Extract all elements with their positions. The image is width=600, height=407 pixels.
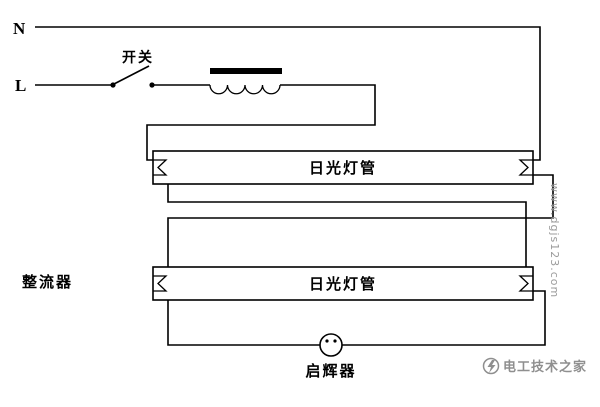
label-live: L — [15, 76, 26, 95]
switch-blade — [113, 65, 150, 85]
wire-ballast-to-tube1 — [146, 84, 376, 161]
starter-contact-dot-right — [333, 339, 337, 343]
brand-name-text: 电工技术之家 — [503, 359, 587, 375]
label-neutral: N — [13, 19, 26, 38]
wire-starter-to-tube2 — [342, 290, 546, 346]
label-switch: 开关 — [122, 49, 154, 66]
starter-contact-dot-left — [325, 339, 329, 343]
wire-tube1right-to-tube2left — [167, 174, 554, 267]
wire-tube1left-to-tube2right — [167, 184, 527, 267]
tube1-left-filament-icon — [153, 159, 168, 176]
tube2-label: 日光灯管 — [309, 275, 377, 293]
starter-circle-icon — [319, 333, 343, 357]
wire-neutral — [35, 26, 541, 161]
tube2-left-filament-icon — [153, 275, 168, 292]
tube1-label: 日光灯管 — [309, 159, 377, 177]
tube1-outline — [152, 150, 534, 185]
brand-logo-bolt-icon — [487, 360, 496, 373]
ballast-coil-icon — [209, 84, 281, 95]
tube2-right-filament-icon — [518, 275, 533, 292]
ballast-label: 整流器 — [22, 273, 73, 291]
brand-logo-icon — [482, 357, 500, 375]
starter-label: 启辉器 — [305, 362, 356, 380]
ballast-core-bar — [210, 68, 282, 74]
tube1-right-filament-icon — [518, 159, 533, 176]
watermark-url-vertical: www.dgjs123.com — [548, 183, 561, 298]
brand-watermark: 电工技术之家 — [482, 357, 587, 375]
wire-tube2-to-starter — [167, 300, 320, 346]
tube2-outline — [152, 266, 534, 301]
